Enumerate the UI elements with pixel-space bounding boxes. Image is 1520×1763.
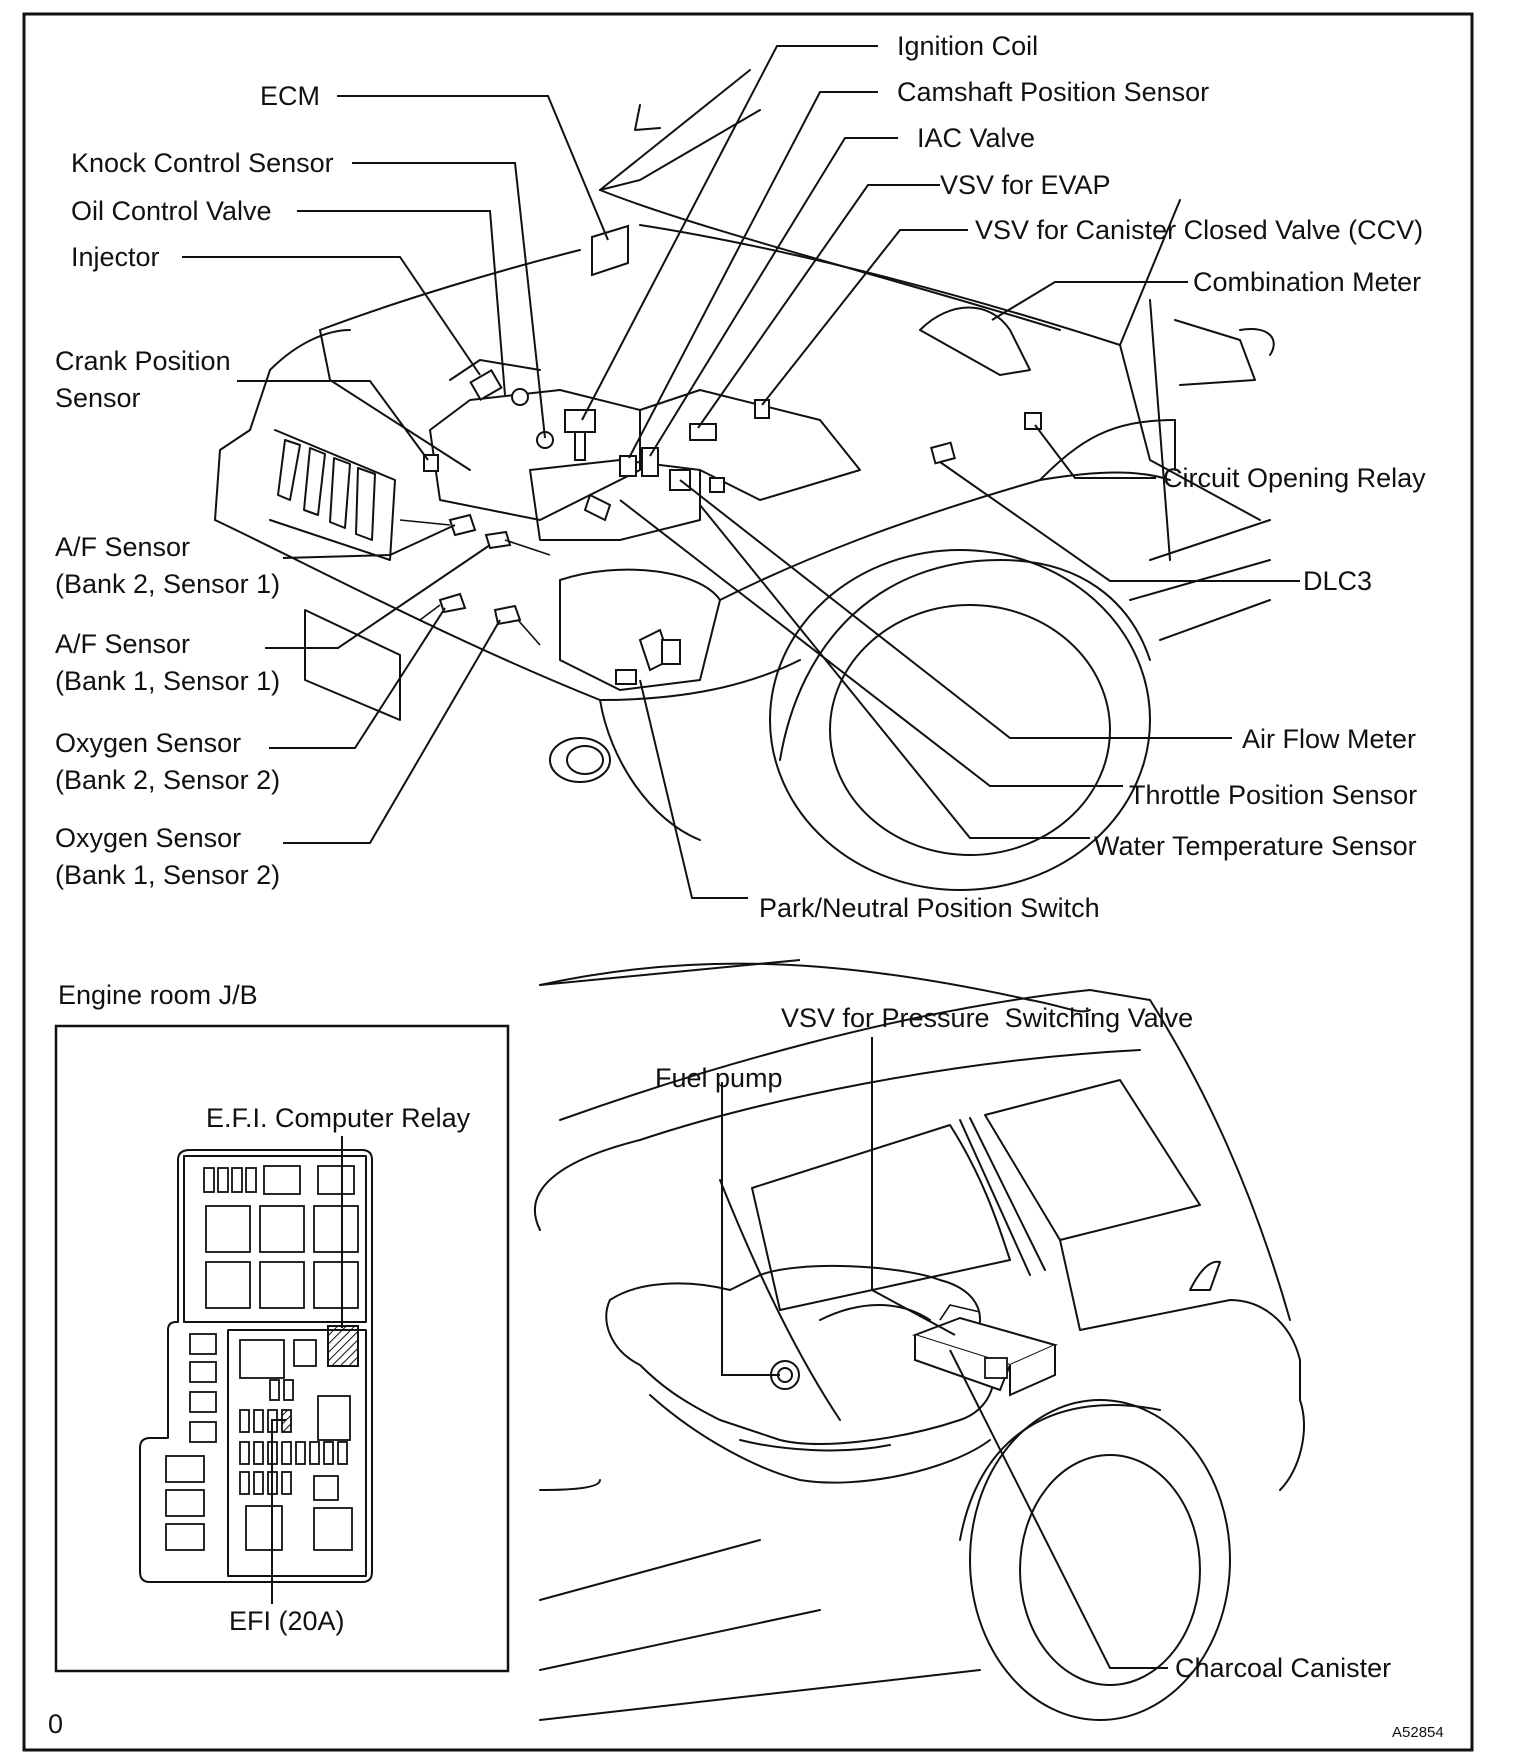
rear-fuel-system-illustration [534,959,1305,1721]
label-knock-control-sensor: Knock Control Sensor [71,148,334,178]
jb-title: Engine room J/B [58,980,258,1010]
label-ecm: ECM [260,81,320,111]
label-combination-meter: Combination Meter [1193,267,1421,297]
label-oil-control-valve: Oil Control Valve [71,196,272,226]
label-iac-valve: IAC Valve [917,123,1035,153]
label-crank-position-line2: Sensor [55,383,141,413]
label-charcoal-canister: Charcoal Canister [1175,1653,1391,1683]
page-border [22,12,1474,1752]
label-oxygen-sensor-b1s2-line1: Oxygen Sensor [55,823,241,853]
figure-code: A52854 [1392,1724,1444,1741]
label-park-neutral-position-switch: Park/Neutral Position Switch [759,893,1100,923]
engine-room-illustration [214,69,1275,891]
engine-room-junction-block: Engine room J/B E.F.I. Computer Relay EF… [54,980,510,1673]
label-oxygen-sensor-b1s2-line2: (Bank 1, Sensor 2) [55,860,280,890]
label-af-sensor-b2s1-line2: (Bank 2, Sensor 1) [55,569,280,599]
label-injector: Injector [71,242,160,272]
label-af-sensor-b1s1-line1: A/F Sensor [55,629,190,659]
label-circuit-opening-relay: Circuit Opening Relay [1163,463,1426,493]
label-water-temperature-sensor: Water Temperature Sensor [1094,831,1417,861]
label-ignition-coil: Ignition Coil [897,31,1038,61]
label-fuel-pump: Fuel pump [655,1063,783,1093]
label-vsv-for-ccv: VSV for Canister Closed Valve (CCV) [975,215,1423,245]
page-marker: 0 [48,1709,63,1739]
engine-labels: Ignition Coil Camshaft Position Sensor I… [55,31,1426,923]
label-dlc3: DLC3 [1303,566,1372,596]
label-camshaft-position-sensor: Camshaft Position Sensor [897,77,1209,107]
rear-labels: VSV for Pressure Switching Valve Fuel pu… [655,1003,1391,1683]
label-efi-computer-relay: E.F.I. Computer Relay [206,1103,471,1133]
label-throttle-position-sensor: Throttle Position Sensor [1129,780,1417,810]
efi-computer-relay-slot [327,1325,359,1367]
jb-frame [54,1024,510,1673]
label-air-flow-meter: Air Flow Meter [1242,724,1416,754]
label-af-sensor-b2s1-line1: A/F Sensor [55,532,190,562]
engine-leader-lines [182,45,1300,899]
label-oxygen-sensor-b2s2-line2: (Bank 2, Sensor 2) [55,765,280,795]
label-efi-fuse: EFI (20A) [229,1606,345,1636]
label-af-sensor-b1s1-line2: (Bank 1, Sensor 1) [55,666,280,696]
label-oxygen-sensor-b2s2-line1: Oxygen Sensor [55,728,241,758]
label-vsv-for-evap: VSV for EVAP [940,170,1111,200]
label-crank-position-line1: Crank Position [55,346,231,376]
label-vsv-pressure-switching-valve: VSV for Pressure Switching Valve [781,1003,1193,1033]
